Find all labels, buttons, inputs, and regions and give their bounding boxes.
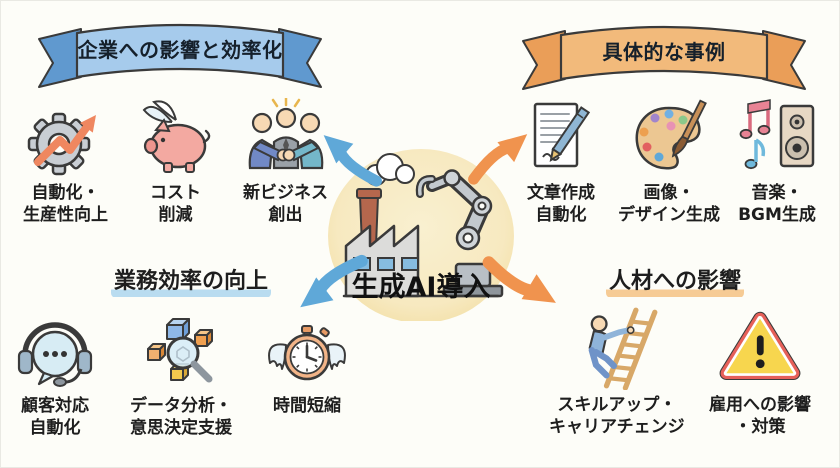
heading-hr-impact: 人材への影響 — [589, 263, 761, 298]
item-music-bgm-generation: 音楽・ BGM生成 — [737, 98, 817, 227]
palette-brush-icon — [635, 99, 707, 170]
flying-piggy-icon — [142, 100, 210, 173]
ladder-climb-icon — [588, 307, 658, 390]
item-label: コスト 削減 — [150, 183, 201, 225]
heading-work-efficiency: 業務効率の向上 — [93, 263, 289, 298]
quadrant-top-left: 自動化・ 生産性向上 コスト 削減 — [23, 98, 328, 227]
item-time-saving: 時間短縮 — [267, 311, 347, 418]
item-label: 新ビジネス 創出 — [243, 183, 328, 225]
warning-icon — [719, 311, 801, 381]
handshake-icon — [248, 98, 323, 170]
banner-top-left-label: 企業への影響と効率化 — [77, 38, 283, 62]
item-employment-impact-measures: 雇用への影響 ・対策 — [709, 306, 811, 439]
item-new-business: 新ビジネス 創出 — [243, 98, 328, 227]
ribbon-banner-blue-icon — [38, 23, 322, 88]
banner-top-left: 企業への影響と効率化 — [35, 15, 325, 90]
music-speaker-icon — [739, 99, 815, 170]
item-label: 時間短縮 — [273, 396, 341, 416]
ribbon-banner-orange-icon — [522, 25, 806, 90]
item-label: 雇用への影響 ・対策 — [709, 395, 811, 437]
document-pen-icon — [533, 102, 591, 168]
item-image-design-generation: 画像・ デザイン生成 — [618, 98, 720, 227]
data-magnifier-icon — [147, 318, 213, 383]
item-label: スキルアップ・ キャリアチェンジ — [549, 395, 685, 437]
item-cost-reduction: コスト 削減 — [136, 98, 216, 227]
item-skill-up-career-change: スキルアップ・ キャリアチェンジ — [549, 306, 685, 439]
item-label: データ分析・ 意思決定支援 — [130, 396, 232, 438]
item-data-analysis-decision-support: データ分析・ 意思決定支援 — [130, 311, 232, 440]
item-label: 文章作成 自動化 — [527, 183, 595, 225]
quadrant-top-right: 文章作成 自動化 画像・ デザイン生成 — [521, 98, 817, 227]
item-automation-productivity: 自動化・ 生産性向上 — [23, 98, 108, 227]
center-label: 生成AI導入 — [351, 272, 491, 303]
quadrant-bottom-left: 顧客対応 自動化 — [15, 311, 347, 440]
item-label: 顧客対応 自動化 — [21, 396, 89, 438]
banner-top-right-label: 具体的な事例 — [602, 40, 726, 64]
item-label: 自動化・ 生産性向上 — [23, 183, 108, 225]
item-customer-support-automation: 顧客対応 自動化 — [15, 311, 95, 440]
item-writing-automation: 文章作成 自動化 — [521, 98, 601, 227]
banner-top-right: 具体的な事例 — [519, 17, 809, 92]
item-label: 音楽・ BGM生成 — [738, 183, 816, 225]
item-label: 画像・ デザイン生成 — [618, 183, 720, 225]
headset-chat-icon — [17, 322, 93, 387]
gear-growth-icon — [27, 112, 96, 176]
quadrant-bottom-right: スキルアップ・ キャリアチェンジ 雇用への影響 ・対策 — [549, 306, 811, 439]
winged-stopwatch-icon — [268, 325, 346, 381]
